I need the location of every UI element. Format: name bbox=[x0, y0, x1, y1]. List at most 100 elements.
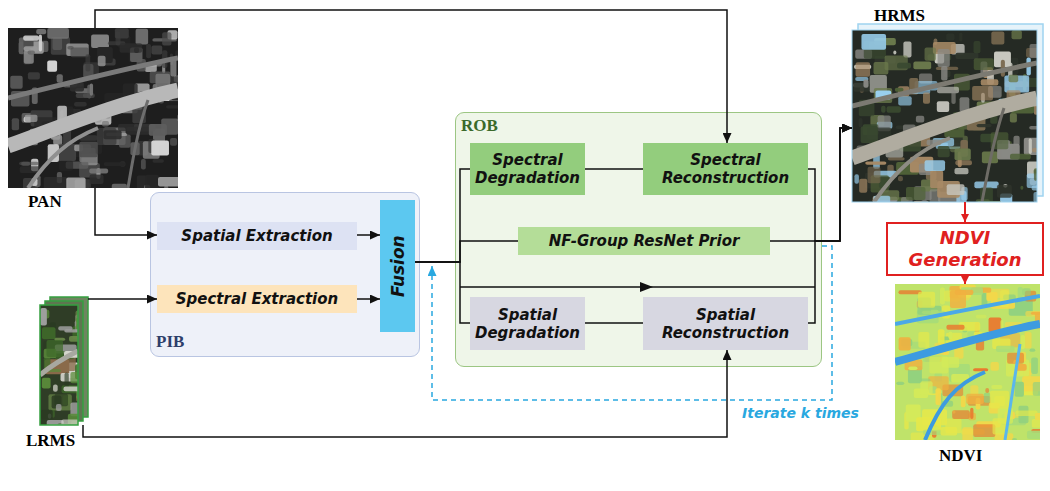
image-patch bbox=[895, 88, 904, 92]
image-patch bbox=[120, 43, 143, 53]
image-patch bbox=[28, 72, 40, 79]
box-label: Spatial Degradation bbox=[475, 306, 580, 342]
connector bbox=[415, 262, 470, 323]
image-patch bbox=[166, 105, 190, 108]
image-patch bbox=[898, 176, 903, 181]
image-patch bbox=[959, 33, 962, 42]
image-patch bbox=[19, 162, 38, 165]
ndvi-image bbox=[895, 284, 1050, 455]
image-patch bbox=[1030, 349, 1036, 352]
image-patch bbox=[1012, 30, 1022, 39]
image-patch bbox=[25, 115, 38, 122]
image-patch bbox=[53, 38, 63, 50]
image-patch bbox=[76, 389, 99, 399]
image-patch bbox=[47, 60, 57, 71]
image-patch bbox=[961, 396, 966, 408]
image-patch bbox=[89, 168, 108, 173]
image-patch bbox=[1037, 115, 1045, 128]
image-patch bbox=[865, 162, 886, 165]
image-patch bbox=[152, 159, 163, 162]
image-patch bbox=[950, 290, 966, 308]
image-road bbox=[8, 58, 178, 98]
image-patch bbox=[985, 388, 989, 393]
image-patch bbox=[64, 329, 87, 332]
rob-panel: ROBSpectral DegradationSpectral Reconstr… bbox=[455, 112, 822, 367]
image-patch bbox=[918, 332, 929, 348]
connector bbox=[432, 246, 832, 400]
skip-line bbox=[460, 286, 815, 288]
image-patch bbox=[990, 391, 1009, 409]
image-road bbox=[925, 372, 985, 440]
image-patch bbox=[972, 86, 993, 101]
image-road bbox=[982, 108, 1004, 202]
image-patch bbox=[42, 327, 56, 339]
image-patch bbox=[954, 148, 970, 160]
image-patch bbox=[1020, 186, 1023, 190]
image-label: NDVI bbox=[939, 446, 982, 466]
image-road bbox=[895, 296, 1040, 324]
image-patch bbox=[893, 51, 896, 55]
image-patch bbox=[955, 53, 978, 59]
image-patch bbox=[938, 146, 950, 157]
process-box: Spatial Reconstruction bbox=[643, 297, 808, 350]
image-patch bbox=[91, 34, 109, 48]
image-patch bbox=[952, 410, 955, 413]
image-patch bbox=[976, 315, 987, 319]
image-patch bbox=[42, 378, 51, 389]
image-patch bbox=[1012, 438, 1017, 456]
image-patch bbox=[70, 372, 81, 383]
process-box: Spectral Extraction bbox=[157, 285, 357, 313]
image-patch bbox=[12, 118, 19, 130]
image-patch bbox=[78, 319, 99, 328]
image-patch bbox=[991, 32, 1004, 45]
image-patch bbox=[970, 408, 973, 419]
image-road bbox=[852, 63, 1037, 106]
box-label: Spectral Extraction bbox=[162, 290, 352, 308]
image-patch bbox=[881, 106, 885, 113]
image-patch bbox=[59, 161, 73, 171]
image-border bbox=[852, 30, 1037, 202]
image-patch bbox=[1033, 192, 1045, 202]
image-patch bbox=[83, 93, 90, 97]
image-patch bbox=[896, 382, 904, 385]
connector bbox=[808, 128, 852, 323]
image-patch bbox=[954, 168, 968, 174]
image-patch bbox=[946, 325, 964, 330]
image-patch bbox=[151, 141, 169, 156]
image-road bbox=[1005, 344, 1020, 440]
box-label: NF-Group ResNet Prior bbox=[523, 232, 765, 250]
image-patch bbox=[10, 76, 22, 89]
image-patch bbox=[90, 83, 93, 95]
image-patch bbox=[913, 201, 928, 214]
image-patch bbox=[861, 34, 886, 50]
image-patch bbox=[177, 84, 193, 95]
image-patch bbox=[923, 93, 930, 104]
image-patch bbox=[28, 51, 35, 55]
image-patch bbox=[868, 167, 881, 184]
image-patch bbox=[1015, 410, 1037, 416]
connector bbox=[585, 168, 643, 170]
image-patch bbox=[888, 157, 905, 160]
image-patch bbox=[863, 80, 868, 88]
image-patch bbox=[859, 179, 867, 193]
image-patch bbox=[955, 160, 972, 165]
image-patch bbox=[990, 362, 999, 371]
image-ground bbox=[8, 28, 178, 188]
image-patch bbox=[23, 36, 39, 41]
image-patch bbox=[1015, 382, 1024, 397]
image-patch bbox=[90, 175, 104, 184]
image-patch bbox=[63, 386, 85, 391]
image-road bbox=[128, 100, 148, 188]
image-label: HRMS bbox=[874, 6, 925, 26]
image-patch bbox=[948, 331, 952, 339]
image-road bbox=[852, 98, 1037, 158]
image-patch bbox=[973, 368, 988, 371]
image-patch bbox=[940, 287, 945, 304]
image-patch bbox=[1024, 332, 1031, 349]
image-patch bbox=[141, 159, 146, 169]
image-patch bbox=[1022, 288, 1030, 295]
image-ground bbox=[895, 284, 1040, 440]
image-patch bbox=[941, 66, 947, 81]
box-label: Spectral Reconstruction bbox=[648, 151, 803, 187]
